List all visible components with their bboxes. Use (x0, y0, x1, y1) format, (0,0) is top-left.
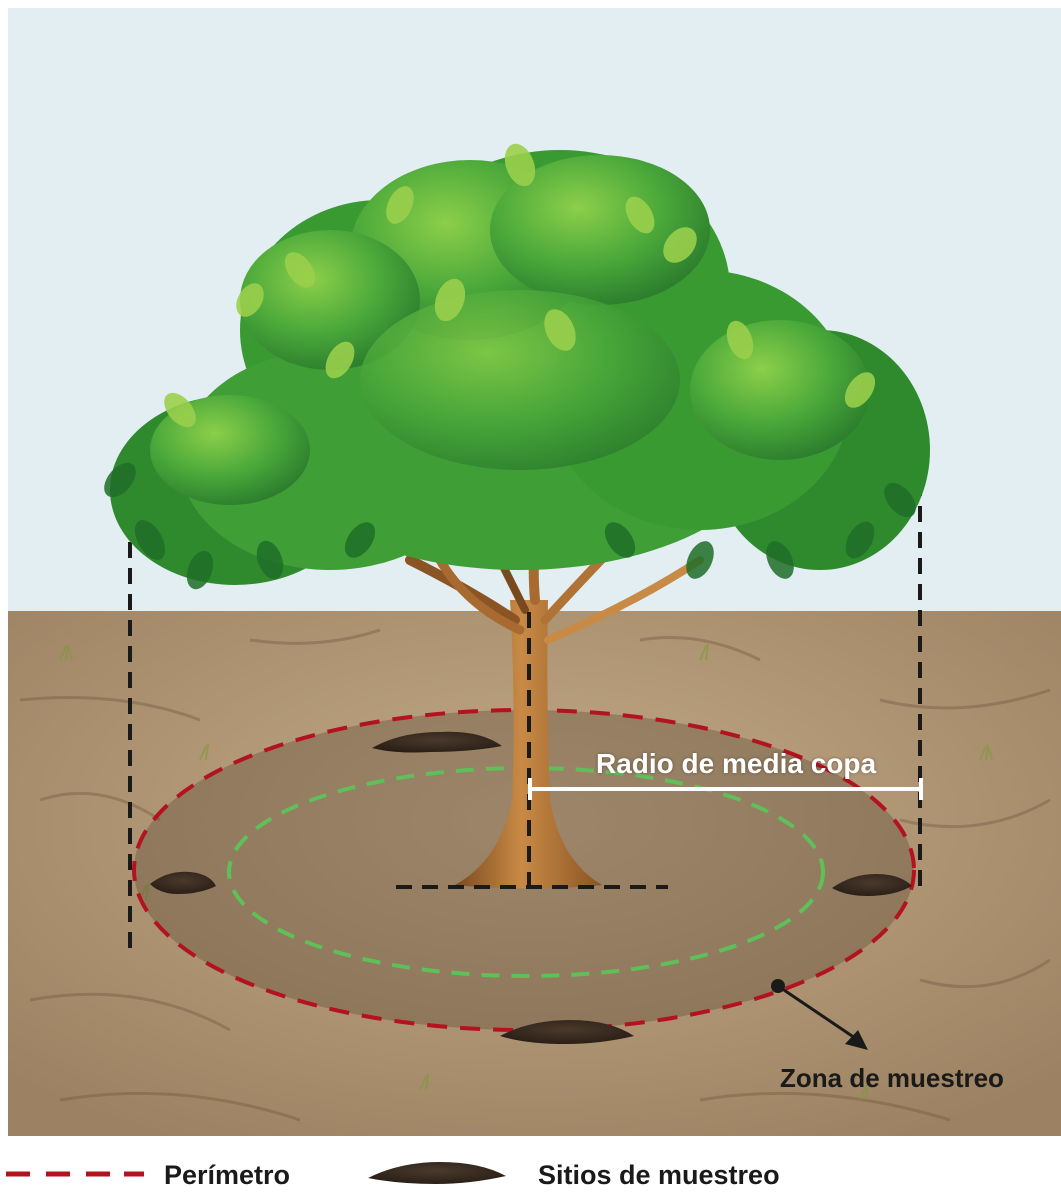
legend-label-sampling-sites: Sitios de muestreo (538, 1160, 780, 1191)
legend-label-perimeter: Perímetro (164, 1160, 290, 1191)
legend: Perímetro Sitios de muestreo (0, 1140, 1061, 1201)
legend-item-perimeter: Perímetro (0, 1152, 340, 1192)
legend-item-sampling-sites: Sitios de muestreo (360, 1152, 920, 1192)
radius-label: Radio de media copa (596, 748, 876, 780)
sampling-zone-label: Zona de muestreo (780, 1063, 1004, 1094)
